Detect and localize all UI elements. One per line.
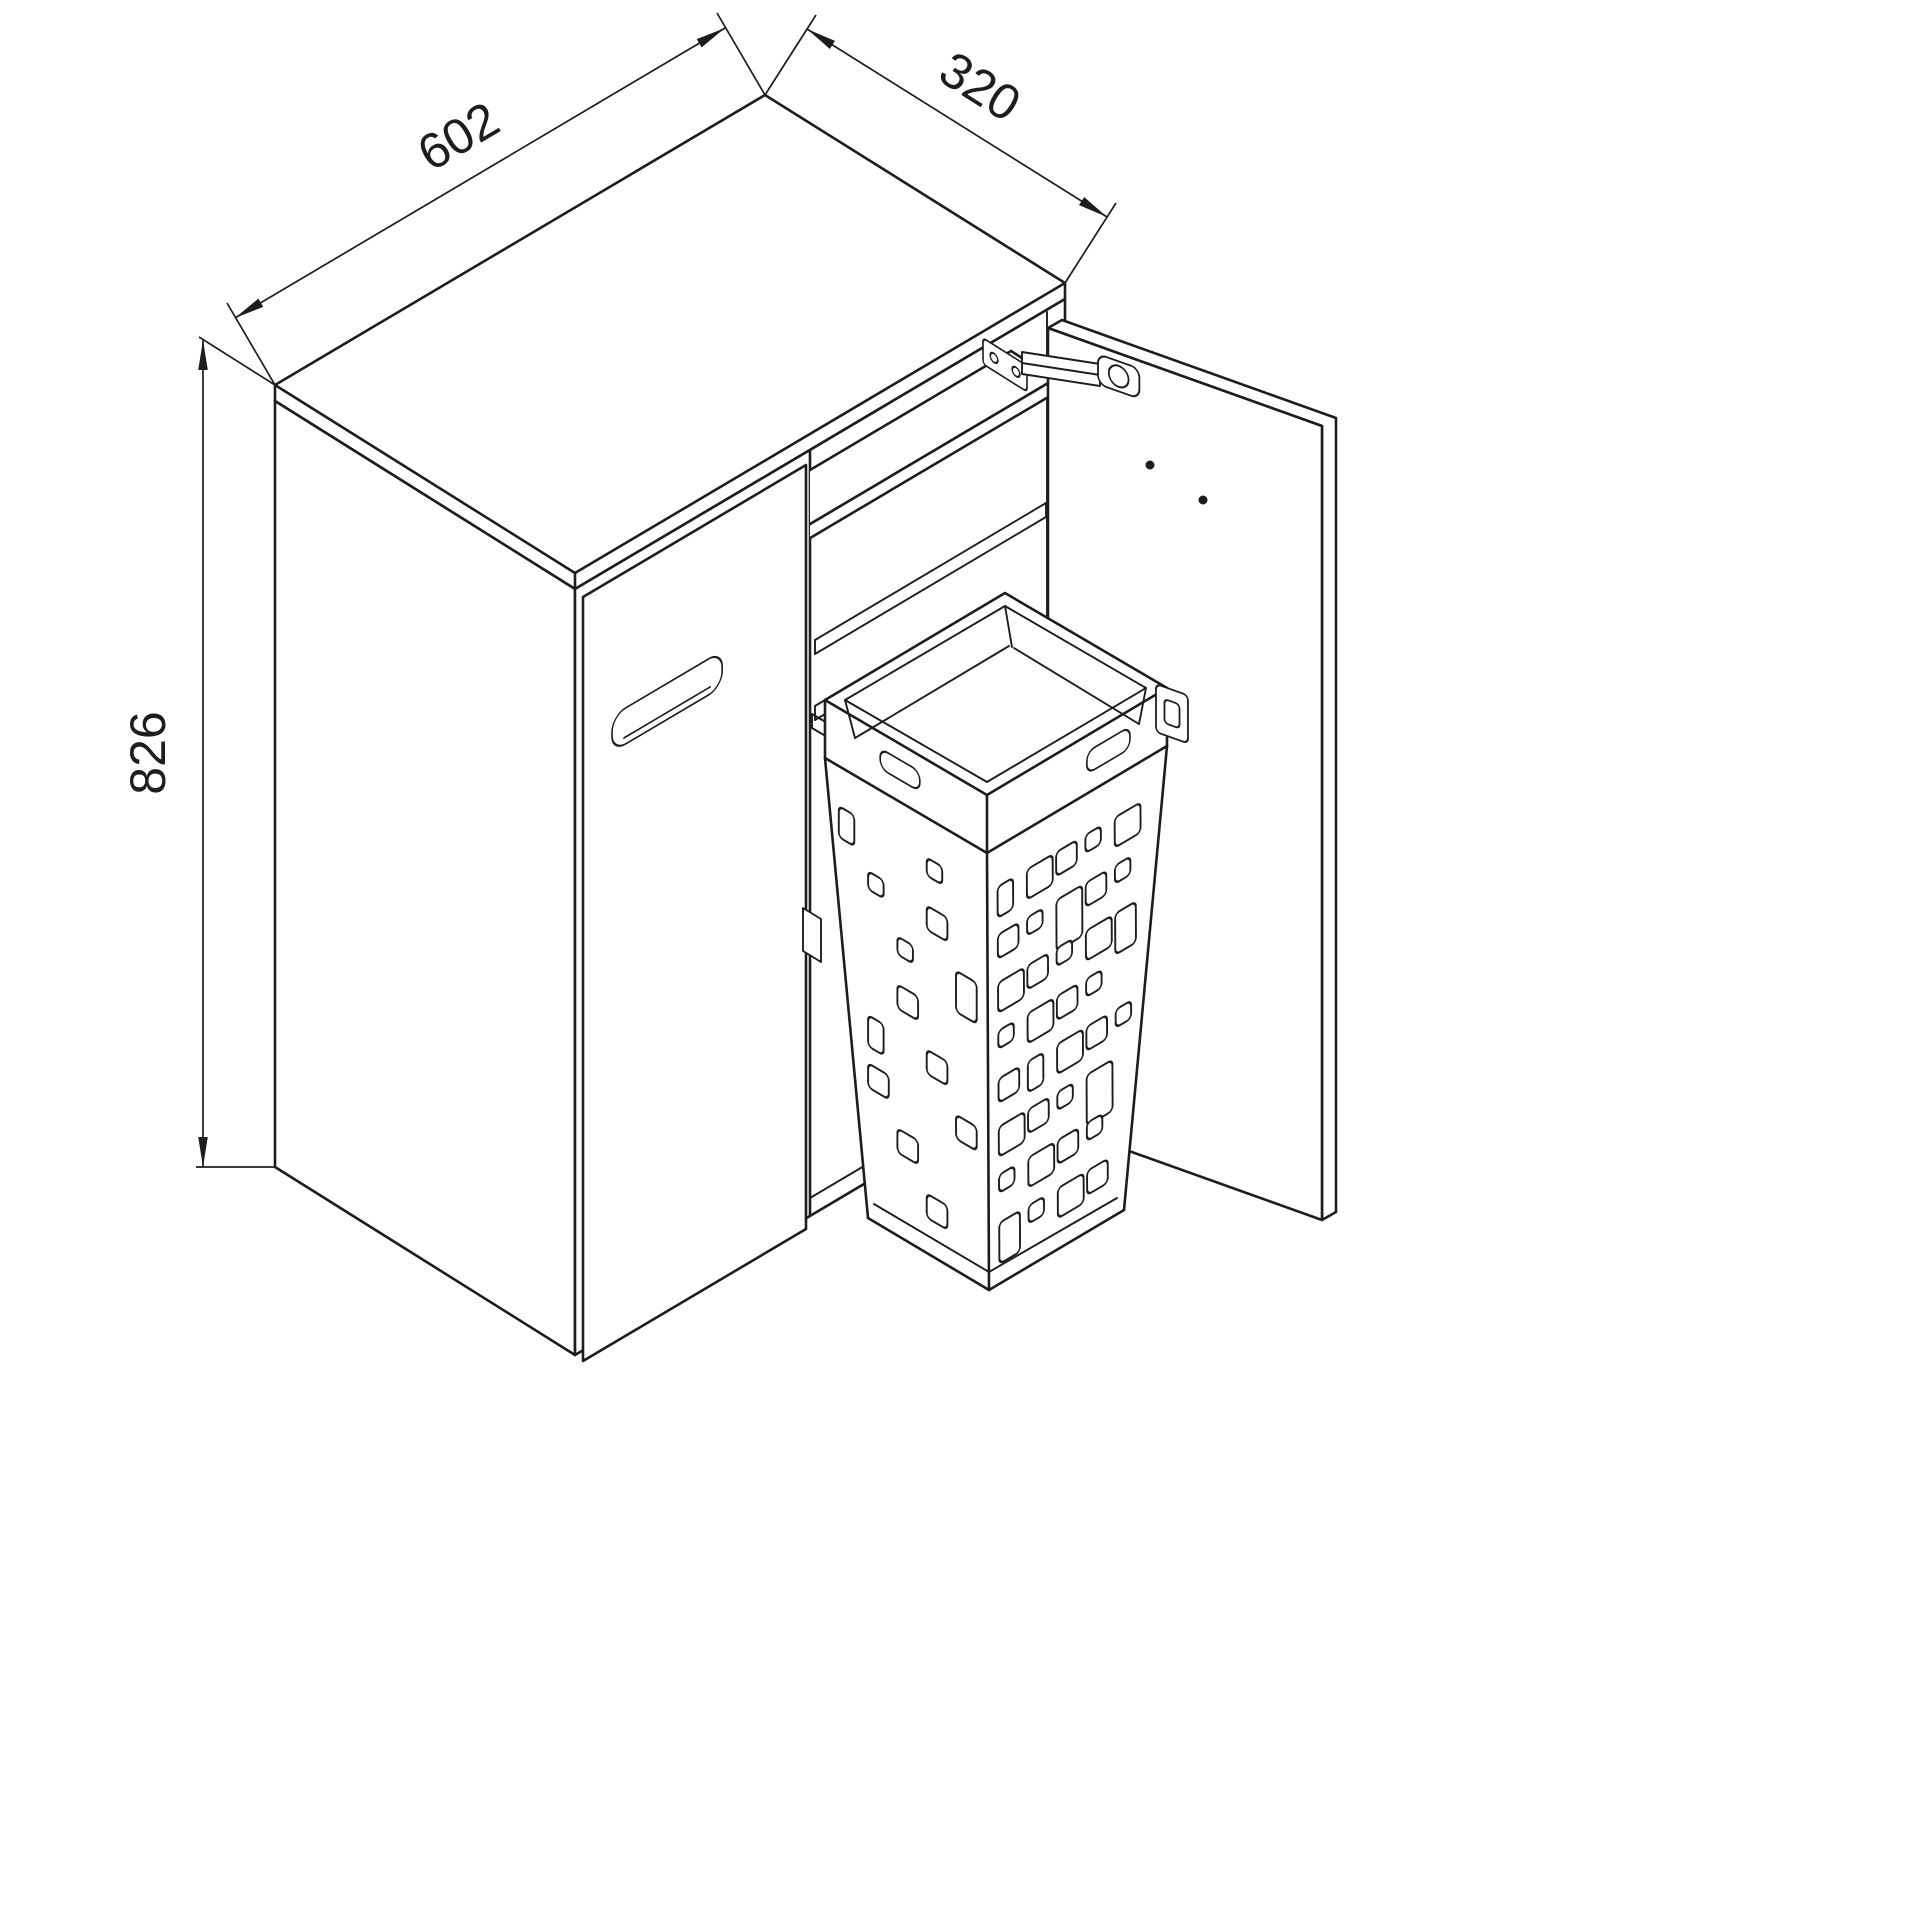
door-drill-hole xyxy=(1145,460,1155,470)
perforation-hole xyxy=(867,871,885,898)
perforation-hole xyxy=(955,971,978,1024)
closed-door xyxy=(581,463,808,1363)
perforation-hole xyxy=(867,1063,890,1099)
hinge xyxy=(982,338,1141,398)
perforation-hole xyxy=(997,1067,1021,1103)
perforation-hole xyxy=(867,1015,885,1055)
basket-perforations-left xyxy=(837,806,978,1230)
perforation-hole xyxy=(998,1166,1016,1193)
perforation-hole xyxy=(1027,1143,1056,1187)
basket-perforations-front xyxy=(996,803,1142,1264)
perforation-hole xyxy=(955,1115,978,1151)
perforation-hole xyxy=(1084,871,1108,907)
perforation-hole xyxy=(896,937,914,963)
perforation-hole xyxy=(1084,826,1102,853)
perforation-hole xyxy=(996,923,1020,959)
perforation-hole xyxy=(925,1194,949,1230)
perforation-hole xyxy=(837,806,856,846)
perforation-hole xyxy=(1086,1159,1109,1195)
perforation-hole xyxy=(1027,1197,1045,1223)
perforation-hole xyxy=(1056,1083,1074,1110)
dimension-height: 826 xyxy=(120,336,276,1168)
perforation-hole xyxy=(1113,857,1132,883)
perforation-hole xyxy=(1113,803,1142,847)
dimension-width-label: 602 xyxy=(408,91,508,182)
perforation-hole xyxy=(1056,1029,1084,1074)
rail-clip xyxy=(802,907,822,963)
pullout-rail xyxy=(814,502,1047,655)
perforation-hole xyxy=(896,1129,920,1164)
perforation-hole xyxy=(1026,999,1055,1043)
door-drill-hole xyxy=(1198,495,1208,505)
perforation-hole xyxy=(1055,984,1079,1020)
door-bracket xyxy=(1155,684,1189,743)
perforation-hole xyxy=(1027,1098,1050,1133)
perforation-hole xyxy=(1085,1015,1109,1051)
perforation-hole xyxy=(925,906,949,942)
perforation-hole xyxy=(997,1022,1015,1049)
perforation-hole xyxy=(1026,1053,1045,1092)
perforation-hole xyxy=(997,1112,1026,1157)
basket-handle-slot xyxy=(1086,728,1131,772)
perforation-hole xyxy=(1026,909,1044,935)
perforation-hole xyxy=(998,1211,1022,1264)
dimension-height-label: 826 xyxy=(120,711,176,794)
perforation-hole xyxy=(1085,1114,1104,1141)
perforation-hole xyxy=(1114,902,1137,954)
perforation-hole xyxy=(997,968,1025,1013)
perforation-hole xyxy=(925,858,944,884)
perforation-hole xyxy=(1084,916,1113,961)
perforation-hole xyxy=(1056,1128,1080,1164)
perforation-hole xyxy=(996,878,1015,918)
perforation-hole xyxy=(1055,939,1074,966)
dimension-depth-label: 320 xyxy=(930,41,1030,133)
perforation-hole xyxy=(1056,1173,1085,1218)
perforation-hole xyxy=(896,985,920,1020)
door-handle xyxy=(611,655,724,747)
perforation-hole xyxy=(1085,970,1103,997)
basket-handle-slot xyxy=(879,750,921,790)
hinge-cup xyxy=(1097,355,1141,398)
laundry-basket xyxy=(823,591,1169,1292)
perforation-hole xyxy=(1114,1001,1133,1027)
perforation-hole xyxy=(1026,954,1049,989)
perforation-hole xyxy=(1025,855,1054,899)
perforation-hole xyxy=(1055,840,1078,876)
perforation-hole xyxy=(925,1050,949,1086)
